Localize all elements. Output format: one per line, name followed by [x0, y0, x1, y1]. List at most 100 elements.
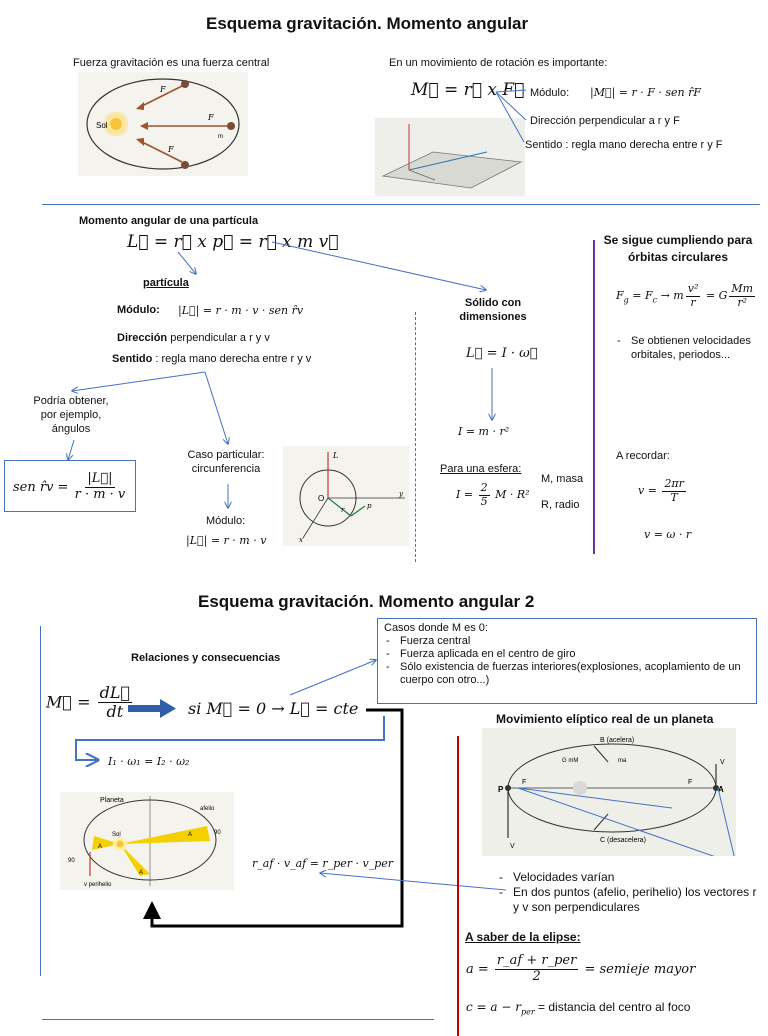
- pointer-line-3: [717, 787, 735, 856]
- figure-background: [283, 446, 409, 546]
- sphere-label: Para una esfera:: [440, 463, 522, 475]
- particle-modulo-formula: |L⃗| = r · m · v · sen r̂v: [178, 304, 304, 317]
- normal-accel-label: ma: [618, 758, 627, 764]
- arrow-head-2: [140, 122, 148, 130]
- implies-arrow: [128, 699, 176, 718]
- sen-formula: sen r̂v = |L⃗|r · m · v: [13, 471, 126, 502]
- arrow-head-1: [136, 102, 144, 110]
- raf-formula: r_af · v_af = r_per · v_per: [252, 857, 394, 870]
- elliptic-bullets: Velocidades varían En dos puntos (afelio…: [497, 870, 761, 915]
- area-label-1: A: [98, 844, 102, 850]
- particle-direction: Dirección perpendicular a r y v: [117, 332, 270, 344]
- case-item: Fuerza central: [384, 635, 750, 648]
- B-force: [593, 745, 609, 763]
- recordar-label: A recordar:: [616, 450, 670, 462]
- distance-label: m: [218, 134, 223, 140]
- circle-modulo-label: Módulo:: [206, 515, 246, 527]
- caso-text: Caso particular: circunferencia: [187, 449, 265, 475]
- torque-modulo-formula: |M⃗| = r · F · sen r̂F: [590, 86, 701, 99]
- origin-label: O: [318, 494, 324, 503]
- kepler-area-figure: Planeta Sol afelio v perihelio 90 90 A A…: [60, 792, 234, 890]
- orbits-heading: Se sigue cumpliendo para órbitas circula…: [603, 233, 753, 264]
- elliptic-motion-figure: B (acelera) C (desacelera) P A V V F F G…: [482, 728, 736, 856]
- torque-branch-arrows: [495, 89, 527, 143]
- torque-sense: Sentido : regla mano derecha entre r y F: [525, 139, 723, 151]
- sen-formula-box: sen r̂v = |L⃗|r · m · v: [4, 460, 136, 512]
- podria-text: Podría obtener, por ejemplo, ángulos: [33, 395, 109, 435]
- central-force-label: Fuerza gravitación es una fuerza central: [73, 57, 270, 69]
- purple-divider: [593, 240, 595, 554]
- particle-heading: Momento angular de una partícula: [79, 215, 259, 227]
- sun-label: Sol: [96, 121, 108, 130]
- central-force-figure: Sol F F F m: [78, 72, 248, 176]
- conservation-formula: si M⃗ = 0 → L⃗ = cte: [188, 699, 359, 718]
- torque-formula: M⃗ = r⃗ x F⃗: [411, 80, 525, 100]
- cases-box: Casos donde M es 0: Fuerza central Fuerz…: [377, 618, 757, 704]
- L-label: L: [332, 451, 338, 460]
- page1-title: Esquema gravitación. Momento angular: [206, 14, 529, 33]
- case-item: Sólo existencia de fuerzas interiores(ex…: [384, 661, 750, 687]
- area-A3: [120, 826, 210, 844]
- sun: [110, 118, 122, 130]
- arrow-to-caso: [204, 371, 228, 444]
- circle-modulo-formula: |L⃗| = r · m · v: [186, 534, 267, 547]
- area-A2: [120, 844, 150, 876]
- planet-1: [181, 80, 189, 88]
- force-label-A: F: [688, 779, 692, 786]
- arrow-to-solid: [271, 241, 486, 290]
- radius-vector: [408, 169, 436, 181]
- sun: [116, 840, 124, 848]
- sun-label: Sol: [112, 832, 121, 838]
- sun: [573, 781, 587, 795]
- page1-arrows: [0, 241, 768, 560]
- pointer-line-2: [517, 787, 715, 856]
- planet-3: [181, 161, 189, 169]
- force-arrow-3: [137, 139, 183, 163]
- area-A1: [92, 836, 120, 850]
- p-vector: [350, 505, 366, 517]
- arrow-to-particle: [177, 251, 196, 274]
- planet-label: Planeta: [100, 797, 124, 804]
- area-label-2: A: [139, 870, 143, 876]
- C-label: C (desacelera): [600, 837, 646, 844]
- torque-direction: Dirección perpendicular a r y F: [530, 115, 680, 127]
- section-divider: [42, 204, 760, 205]
- particle-modulo-label: Módulo:: [117, 304, 160, 316]
- particle-L-formula: L⃗ = r⃗ x p⃗ = r⃗ x m v⃗: [127, 232, 339, 252]
- force-label-3: F: [167, 145, 174, 154]
- pointer-line-1: [517, 787, 673, 809]
- torque-modulo-label: Módulo:: [530, 87, 570, 99]
- perihelion-label: v perihelio: [84, 882, 112, 888]
- force-label-P: F: [522, 779, 526, 786]
- force-vector: [408, 151, 488, 171]
- C-force: [593, 813, 609, 831]
- loop-back-arrow: [143, 708, 404, 928]
- relations-heading: Relaciones y consecuencias: [131, 652, 281, 664]
- I-omega-formula: I₁ · ω₁ = I₂ · ω₂: [108, 755, 190, 768]
- planet-2: [227, 122, 235, 130]
- arrow-head-3: [136, 138, 144, 146]
- solid-I-formula: I = m · r²: [458, 425, 510, 438]
- torque-plane-figure: [375, 118, 525, 196]
- figure-background: [482, 728, 736, 856]
- radius-note: R, radio: [541, 499, 580, 511]
- particle-label: partícula: [143, 277, 189, 289]
- force-label-2: F: [207, 113, 214, 122]
- p-label: p: [367, 502, 372, 510]
- x-label: x: [299, 536, 303, 544]
- cases-title: Casos donde M es 0:: [384, 622, 488, 634]
- case-item: Fuerza aplicada en el centro de giro: [384, 648, 750, 661]
- circular-motion-figure: L O p x y r: [283, 446, 409, 546]
- orbit-ellipse: [86, 78, 240, 170]
- x-axis: [302, 497, 329, 539]
- particle-sense: Sentido : regla mano derecha entre r y v: [112, 353, 312, 365]
- solid-heading: Sólido con dimensiones: [459, 297, 527, 323]
- bottom-divider: [42, 1019, 434, 1020]
- force-label-1: F: [159, 85, 166, 94]
- r-label: r: [341, 506, 345, 514]
- rotation-intro: En un movimiento de rotación es importan…: [389, 57, 608, 69]
- arrow-to-raf: [320, 873, 507, 891]
